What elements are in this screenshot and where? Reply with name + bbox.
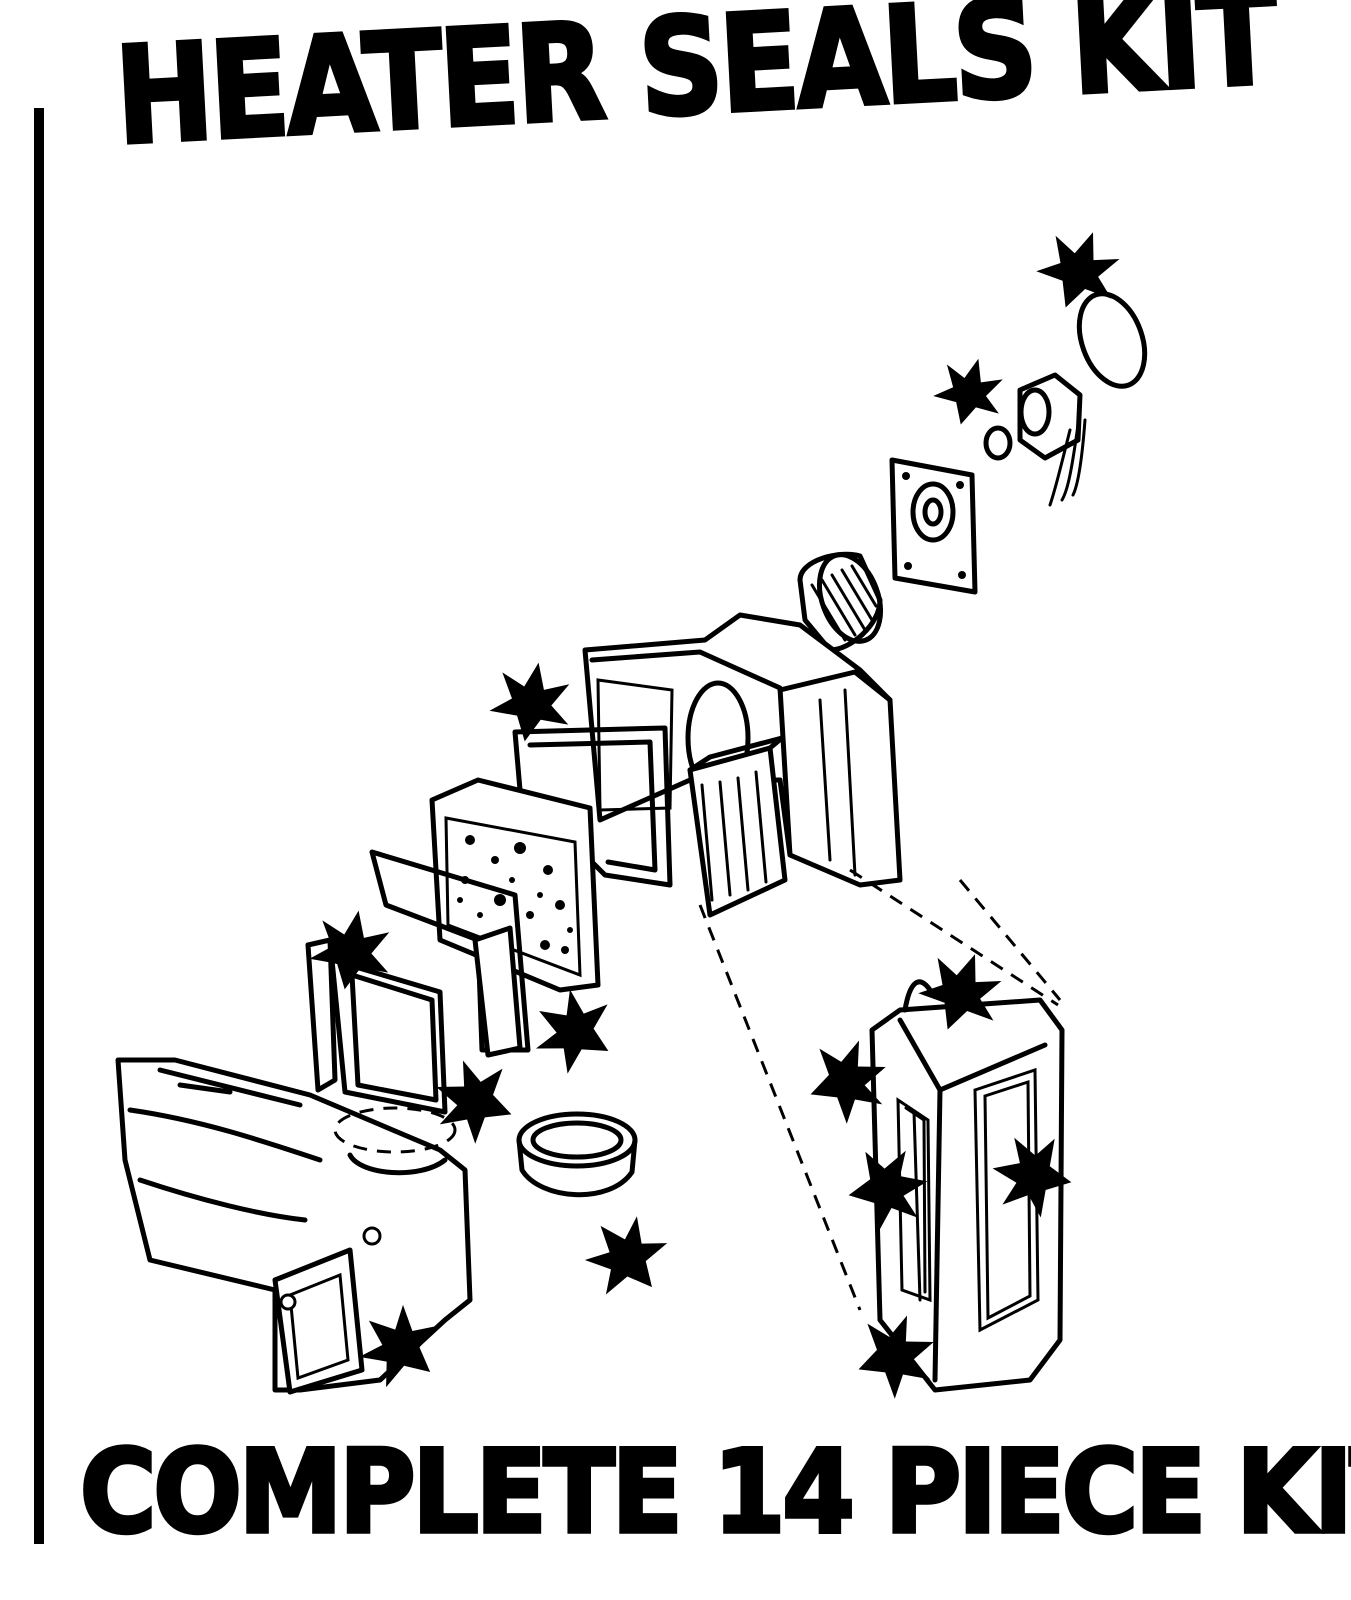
large-o-ring-seal <box>1076 291 1148 389</box>
small-o-ring-seal <box>983 425 1013 461</box>
heater-core-center <box>687 735 788 918</box>
diverter-door-gasket <box>305 937 448 1115</box>
left-border-rule <box>34 108 44 1544</box>
blower-motor <box>1017 372 1087 507</box>
seal-arrow-icon <box>927 350 1012 434</box>
round-duct-seal <box>516 1111 638 1198</box>
seal-arrow-icon <box>485 655 578 749</box>
projection-lines <box>698 868 1062 1311</box>
kit-caption: COMPLETE 14 PIECE KIT <box>78 1433 1351 1560</box>
blower-wheel <box>797 551 883 653</box>
filter-gasket-frame <box>369 849 531 1058</box>
seal-arrow-icon <box>1028 218 1131 322</box>
motor-mounting-plate <box>889 457 978 595</box>
seal-arrow-icon <box>569 1200 683 1313</box>
enlarged-heater-core <box>869 979 1065 1393</box>
caption-text: COMPLETE 14 PIECE KIT <box>78 1424 1351 1560</box>
seal-arrow-icon <box>519 976 629 1086</box>
housing-gasket-frame <box>512 725 673 888</box>
